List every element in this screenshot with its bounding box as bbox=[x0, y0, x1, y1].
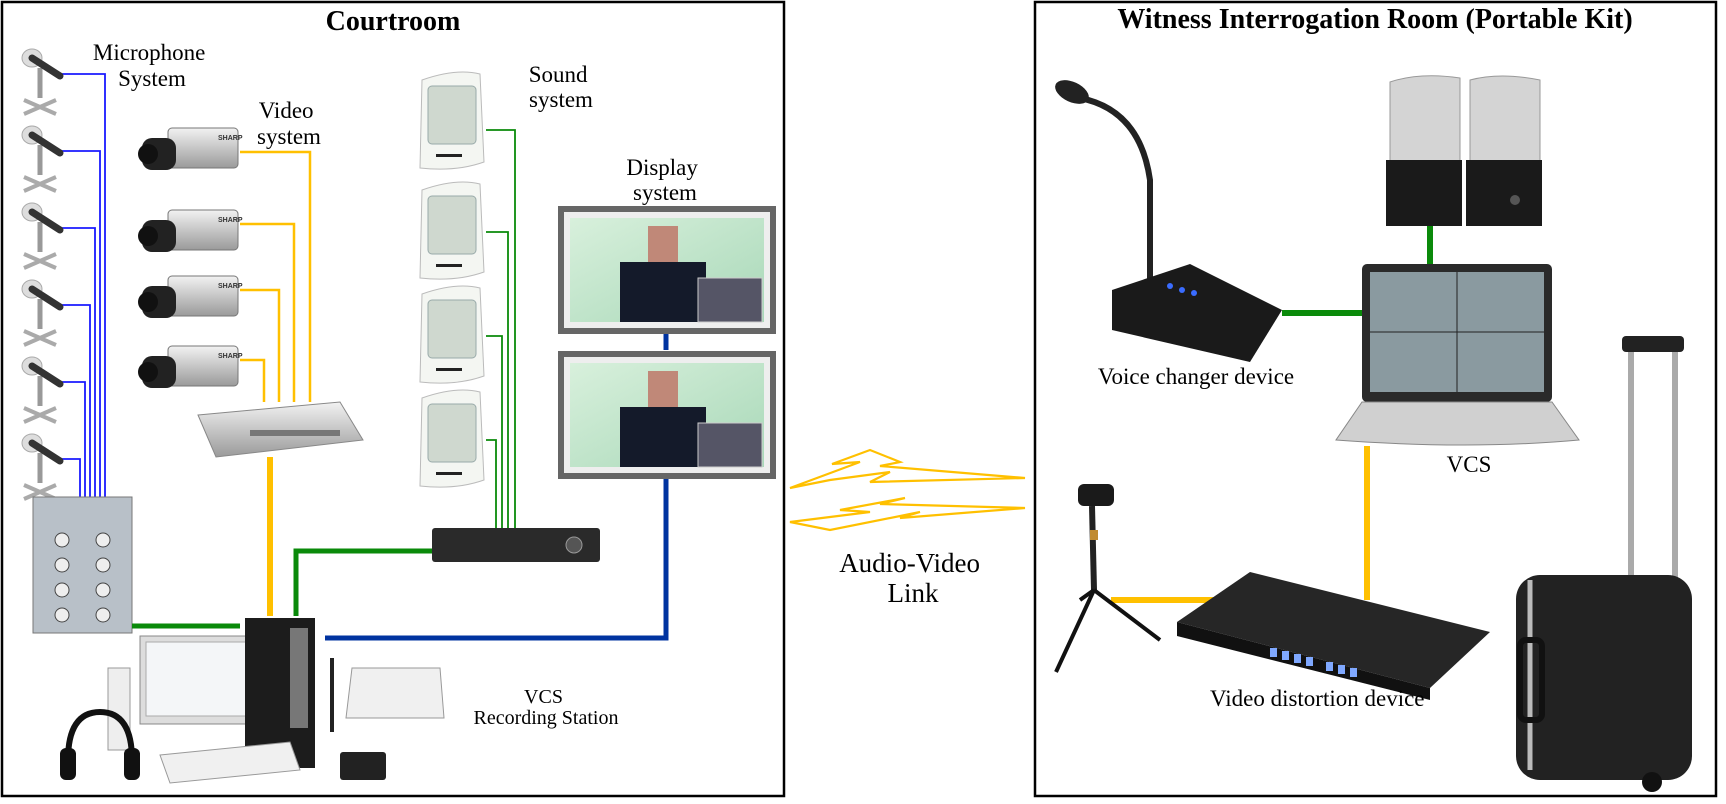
video-distortion-device bbox=[1177, 572, 1490, 700]
video-wires bbox=[240, 150, 312, 402]
video-switcher bbox=[197, 401, 364, 458]
witness-room-panel: Witness Interrogation Room (Portable Kit… bbox=[1033, 0, 1718, 798]
vcs-laptop bbox=[1335, 264, 1580, 446]
audio-video-link-label: Audio-Video Link bbox=[839, 548, 987, 608]
microphone-mixer bbox=[32, 496, 133, 634]
portable-suitcase bbox=[1516, 336, 1692, 792]
sound-system-label: Sound system bbox=[529, 62, 594, 112]
wireless-link-icon bbox=[789, 448, 1026, 532]
microphone-system bbox=[22, 49, 60, 499]
vcs-recording-station-label: VCS Recording Station bbox=[474, 686, 619, 729]
video-cameras bbox=[137, 127, 244, 389]
audio-amplifier bbox=[432, 528, 600, 562]
desktop-speakers bbox=[1386, 75, 1542, 226]
voice-changer-label: Voice changer device bbox=[1098, 364, 1294, 389]
amplifier-to-pc-wire bbox=[293, 548, 432, 616]
sound-wires bbox=[486, 129, 516, 528]
courtroom-title: Courtroom bbox=[326, 6, 461, 37]
microphone-system-label: Microphone System bbox=[93, 40, 211, 91]
courtroom-panel: Courtroom Microphone System bbox=[0, 0, 786, 798]
speakers bbox=[419, 71, 485, 488]
video-distortion-label: Video distortion device bbox=[1210, 686, 1425, 711]
display-system-label: Display system bbox=[626, 155, 703, 205]
microphone-wires bbox=[62, 73, 106, 500]
video-system-label: Video system bbox=[257, 98, 321, 149]
audio-video-link: Audio-Video Link bbox=[789, 448, 1026, 608]
vcs-recording-station bbox=[60, 618, 445, 784]
voice-changer-device bbox=[1055, 80, 1282, 362]
display-wires bbox=[325, 333, 669, 641]
vcs-label: VCS bbox=[1447, 452, 1492, 477]
witness-room-title: Witness Interrogation Room (Portable Kit… bbox=[1117, 4, 1632, 35]
tripod-camera bbox=[1054, 484, 1162, 673]
